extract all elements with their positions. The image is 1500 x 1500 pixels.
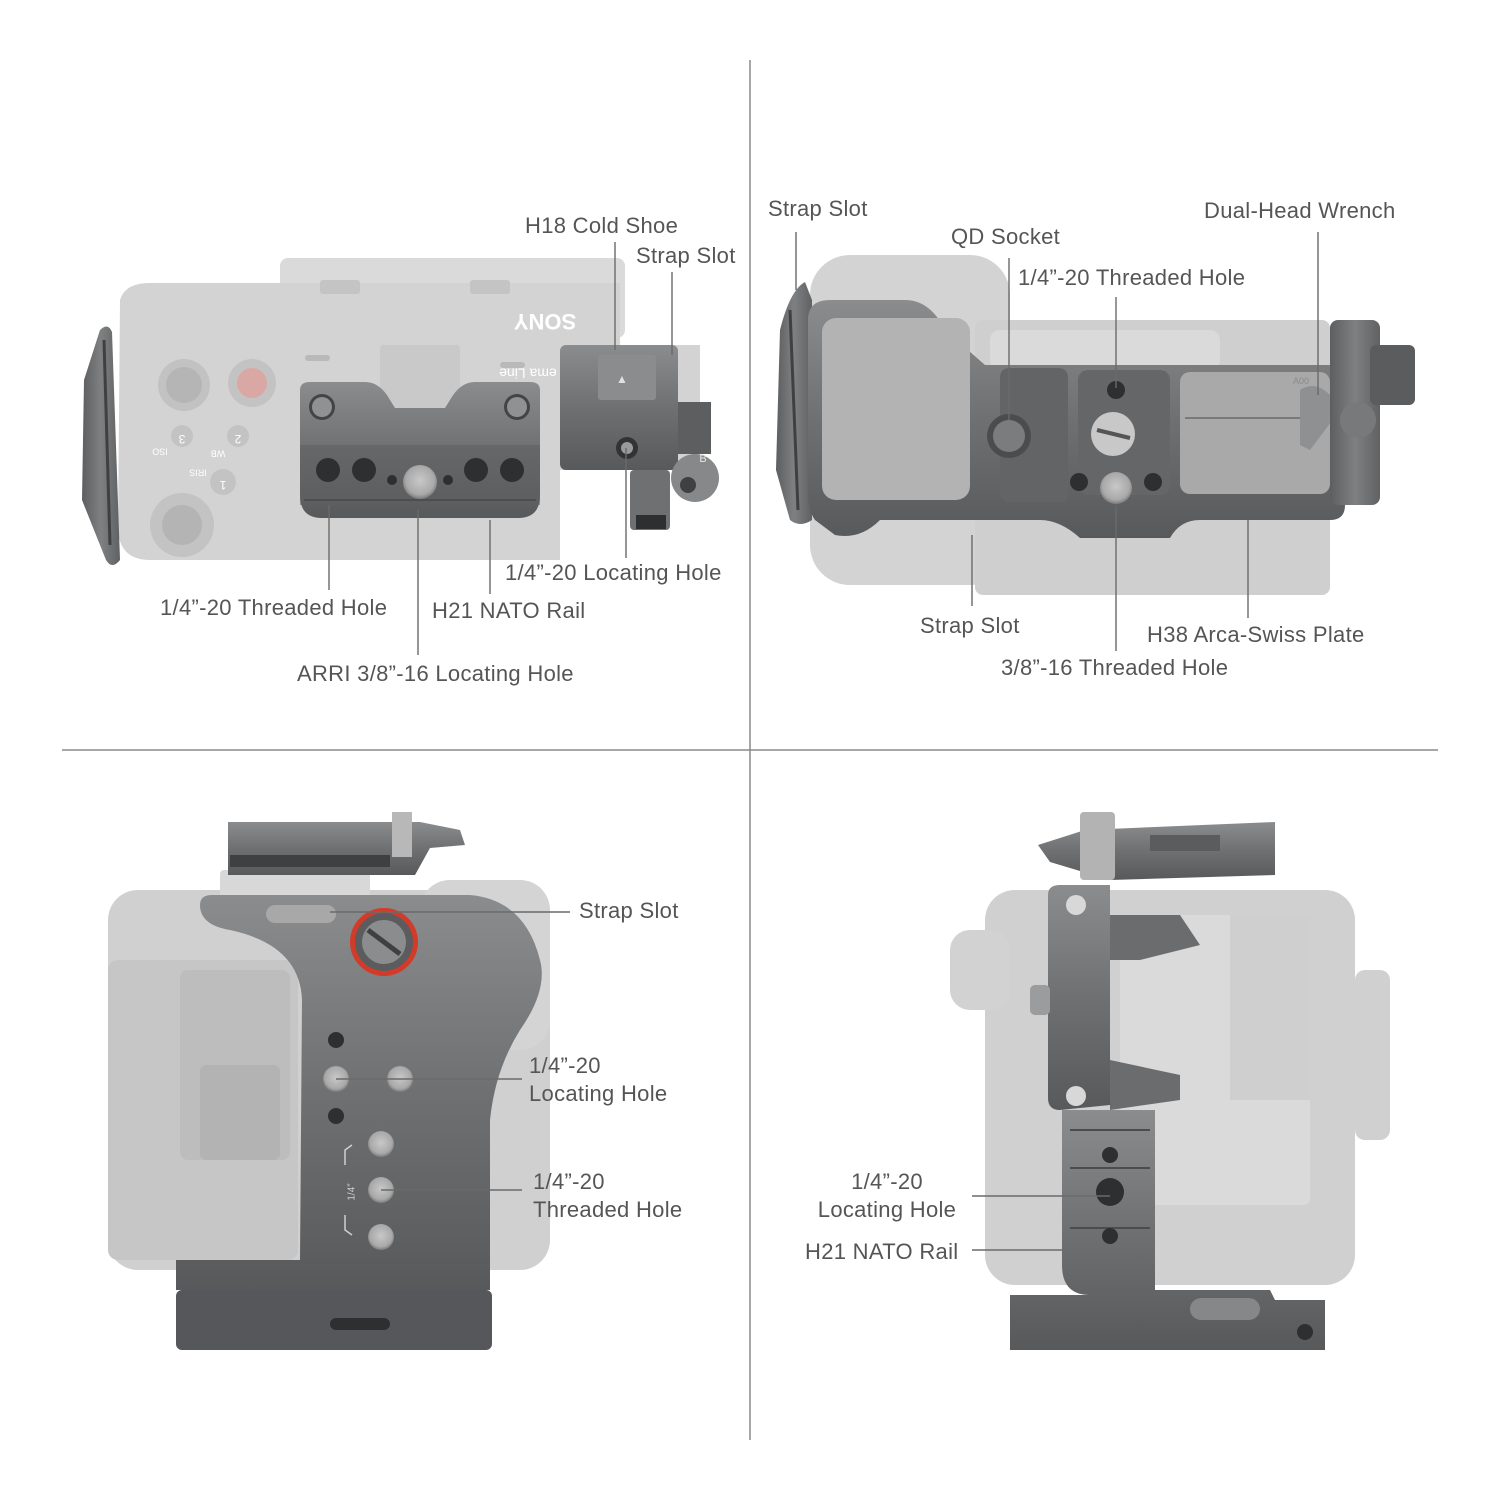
- label-cold-shoe: H18 Cold Shoe: [525, 213, 679, 238]
- svg-text:▲: ▲: [616, 372, 628, 386]
- label-threaded-hole: 1/4”-20 Threaded Hole: [533, 1168, 682, 1224]
- battery-door: [822, 318, 970, 500]
- right-side-illustration: [950, 812, 1390, 1350]
- side-grip-handle: [176, 895, 542, 1290]
- label-threaded-hole-line1: 1/4”-20: [533, 1169, 605, 1194]
- label-locating-hole: 1/4”-20 Locating Hole: [505, 560, 722, 585]
- label-locating-hole-line2: Locating Hole: [817, 1197, 957, 1222]
- label-threaded-hole-line2: Threaded Hole: [533, 1197, 683, 1222]
- leader-lines: [328, 232, 1319, 1251]
- label-locating-hole-line2: Locating Hole: [529, 1081, 668, 1106]
- strap-slot-icon: [266, 905, 336, 923]
- label-locating-hole: 1/4”-20 Locating Hole: [529, 1052, 667, 1108]
- label-strap-slot: Strap Slot: [579, 898, 679, 923]
- label-threaded-hole: 1/4”-20 Threaded Hole: [160, 595, 388, 620]
- label-qd-socket: QD Socket: [951, 224, 1061, 249]
- brand-logo: SONY: [514, 309, 577, 334]
- left-side-illustration: 1/4”: [108, 812, 550, 1350]
- label-nato-rail: H21 NATO Rail: [432, 598, 586, 623]
- label-dual-head-wrench: Dual-Head Wrench: [1204, 198, 1396, 223]
- side-grip-plate: [82, 326, 120, 565]
- cage-arm: [1048, 885, 1110, 1110]
- panel-dividers: [62, 60, 1438, 1440]
- svg-text:2: 2: [234, 432, 241, 446]
- svg-text:3: 3: [178, 432, 185, 446]
- nato-rail-plate: [1010, 1110, 1325, 1350]
- svg-text:1/4”: 1/4”: [347, 1183, 358, 1200]
- label-arca-swiss-plate: H38 Arca-Swiss Plate: [1147, 622, 1365, 647]
- label-strap-slot-top: Strap Slot: [768, 196, 868, 221]
- label-strap-slot-bottom: Strap Slot: [920, 613, 1020, 638]
- svg-text:A00: A00: [1293, 376, 1309, 386]
- thumb-screw-icon: [392, 812, 412, 857]
- label-strap-slot: Strap Slot: [636, 243, 736, 268]
- top-view-illustration: SONY ema Line 2 3 1 IRIS WB ISO: [82, 258, 719, 565]
- svg-text:ema Line: ema Line: [499, 365, 557, 381]
- svg-text:ISO: ISO: [152, 447, 168, 457]
- label-nato-rail: H21 NATO Rail: [805, 1239, 959, 1264]
- bottom-view-illustration: A00: [776, 255, 1415, 595]
- latch-icon: [671, 454, 719, 502]
- label-locating-hole-line1: 1/4”-20: [851, 1169, 923, 1194]
- label-locating-hole: 1/4”-20 Locating Hole: [812, 1168, 962, 1224]
- svg-text:1: 1: [219, 478, 226, 492]
- svg-text:B: B: [699, 453, 706, 465]
- label-threaded-hole-38: 3/8”-16 Threaded Hole: [1001, 655, 1229, 680]
- thumb-screw-icon: [1080, 812, 1115, 880]
- svg-text:WB: WB: [211, 449, 226, 459]
- top-rail: [228, 822, 465, 875]
- label-arri-locating-hole: ARRI 3/8”-16 Locating Hole: [297, 661, 574, 686]
- label-threaded-hole: 1/4”-20 Threaded Hole: [1018, 265, 1246, 290]
- svg-text:IRIS: IRIS: [189, 468, 207, 478]
- label-locating-hole-line1: 1/4”-20: [529, 1053, 601, 1078]
